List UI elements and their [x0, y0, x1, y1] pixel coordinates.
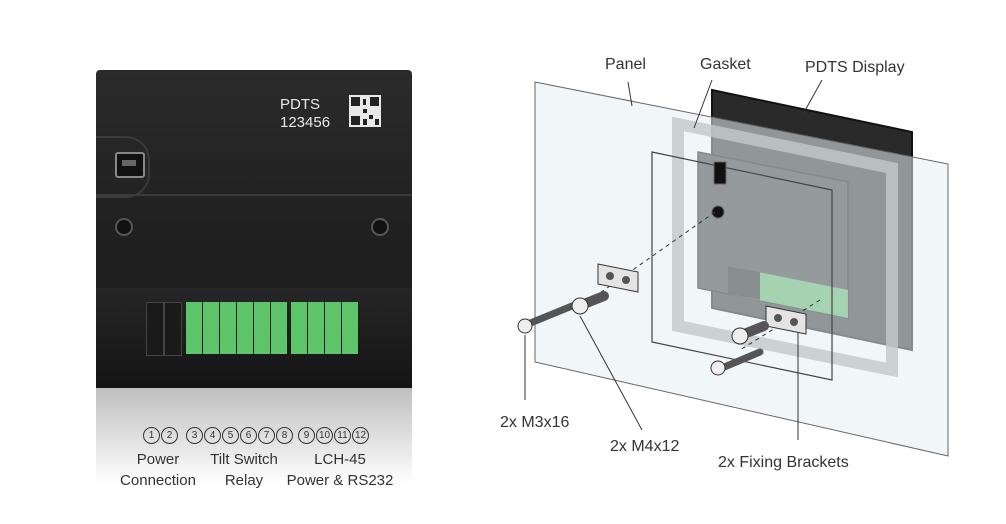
- terminal-number: 4: [204, 427, 221, 444]
- terminal-number: 6: [240, 427, 257, 444]
- terminal-green: [203, 302, 219, 354]
- label-display: PDTS Display: [805, 59, 905, 76]
- caption-line2: Connection: [120, 472, 196, 489]
- screw-m3-upper: [517, 302, 576, 334]
- mount-hole-icon: [711, 205, 725, 219]
- terminal-number: 1: [143, 427, 160, 444]
- terminal-number: 3: [186, 427, 203, 444]
- leader-line-display: [801, 79, 823, 117]
- label-gasket: Gasket: [700, 56, 751, 73]
- caption-line2: Relay: [224, 472, 264, 489]
- brand-label: PDTS 123456: [280, 96, 330, 132]
- terminal-green: [186, 302, 202, 354]
- housing-seam: [96, 194, 412, 196]
- caption-line1: Tilt Switch: [210, 451, 278, 468]
- usb-port-icon: [115, 152, 145, 178]
- photo-reflection: [96, 388, 412, 508]
- terminal-number: 5: [222, 427, 239, 444]
- terminal-number: 8: [276, 427, 293, 444]
- group-caption-power: Power Connection: [112, 449, 204, 491]
- terminal-green: [271, 302, 287, 354]
- terminal-number: 12: [352, 427, 369, 444]
- caption-line1: LCH-45: [314, 451, 366, 468]
- fixing-bracket-lower: [765, 305, 807, 335]
- mounting-diagram: [517, 79, 949, 457]
- screw-m4-upper: [571, 291, 609, 315]
- housing-seam-arc: [96, 136, 150, 198]
- qr-code-icon: [349, 95, 381, 127]
- terminal-block: [146, 302, 358, 356]
- brand-text: PDTS: [280, 96, 321, 113]
- assembly-line: [589, 211, 716, 301]
- fixing-bracket-upper: [597, 263, 639, 293]
- caption-line2: Power & RS232: [286, 472, 394, 489]
- terminal-green: [308, 302, 324, 354]
- group-caption-relay: Tilt Switch Relay: [200, 449, 288, 491]
- leader-line-panel: [627, 81, 633, 107]
- terminal-number: 10: [316, 427, 333, 444]
- serial-text: 123456: [280, 114, 331, 131]
- screw-m3-lower: [710, 348, 764, 376]
- leader-line-gasket: [693, 79, 713, 129]
- terminal-number: 9: [298, 427, 315, 444]
- panel-cutout: [651, 151, 833, 381]
- terminal-number: 11: [334, 427, 351, 444]
- terminal-black: [164, 302, 182, 356]
- label-screw-m4: 2x M4x12: [610, 438, 680, 455]
- mount-hole-left: [115, 218, 133, 236]
- group-caption-lch: LCH-45 Power & RS232: [284, 449, 396, 491]
- terminal-green: [237, 302, 253, 354]
- terminal-black: [146, 302, 164, 356]
- terminal-green: [342, 302, 358, 354]
- label-screw-m3: 2x M3x16: [500, 414, 570, 431]
- terminal-green: [325, 302, 341, 354]
- screw-m4-lower: [731, 321, 769, 345]
- mount-hole-right: [371, 218, 389, 236]
- label-brackets: 2x Fixing Brackets: [718, 454, 849, 471]
- terminal-green: [291, 302, 307, 354]
- panel-glass: [534, 81, 949, 457]
- terminal-number: 7: [258, 427, 275, 444]
- terminal-green: [220, 302, 236, 354]
- leader-line-m4: [579, 315, 643, 431]
- terminal-number: 2: [161, 427, 178, 444]
- terminal-green: [254, 302, 270, 354]
- usb-port-icon: [713, 161, 727, 185]
- label-panel: Panel: [605, 56, 646, 73]
- caption-line1: Power: [136, 451, 180, 468]
